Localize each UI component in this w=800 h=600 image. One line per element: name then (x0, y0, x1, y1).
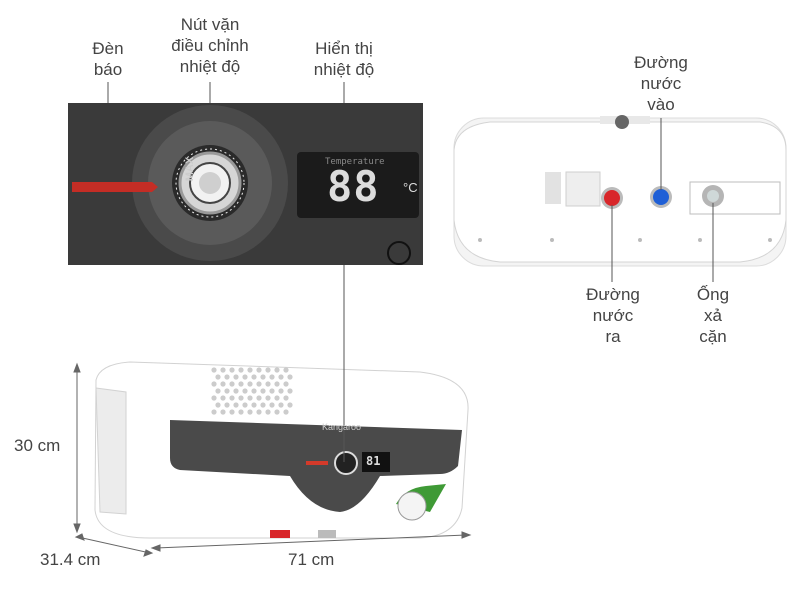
vent-hole (274, 381, 280, 387)
vent-hole (233, 374, 239, 380)
vent-hole (220, 367, 226, 373)
vent-hole (238, 367, 244, 373)
vent-hole (224, 402, 230, 408)
vent-hole (287, 402, 293, 408)
vent-hole (215, 402, 221, 408)
label-drain-pipe: Ống xả cặn (696, 285, 730, 346)
panel-art (72, 105, 411, 265)
vent-hole (247, 381, 253, 387)
vent-hole (242, 388, 248, 394)
vent-hole (278, 402, 284, 408)
outlet-pipe (601, 187, 623, 209)
vent-hole (274, 409, 280, 415)
vent-hole (283, 395, 289, 401)
vent-hole (224, 388, 230, 394)
label-water-outlet: Đường nước ra (586, 285, 640, 346)
vent-hole (260, 388, 266, 394)
vent-hole (242, 402, 248, 408)
vent-hole (256, 381, 262, 387)
vent-hole (220, 395, 226, 401)
vent-hole (265, 367, 271, 373)
dimension-width: 71 cm (288, 550, 335, 569)
vent-hole (287, 374, 293, 380)
vent-hole (215, 374, 221, 380)
vent-hole (269, 374, 275, 380)
vent-hole (229, 381, 235, 387)
vent-hole (220, 409, 226, 415)
vent-hole (238, 381, 244, 387)
vent-hole (269, 402, 275, 408)
vent-hole (251, 374, 257, 380)
display-digits: 88 (327, 162, 380, 211)
display-header: Temperature (325, 157, 385, 167)
drain-pipe (702, 185, 724, 207)
label-indicator-light: Đèn báo (92, 39, 124, 79)
knob-max-label: MAX (184, 156, 197, 182)
vent-hole (265, 395, 271, 401)
vent-hole (265, 381, 271, 387)
vent-hole (265, 409, 271, 415)
vent-hole (283, 367, 289, 373)
vent-hole (251, 402, 257, 408)
vent-hole (256, 409, 262, 415)
vent-hole (278, 374, 284, 380)
display-unit: °C (403, 180, 418, 195)
vent-hole (229, 367, 235, 373)
vent-hole (229, 395, 235, 401)
dimension-height: 30 cm (14, 436, 61, 455)
temperature-display: Temperature 88 °C (297, 152, 419, 218)
heater-front-view (94, 361, 469, 539)
vent-hole (224, 374, 230, 380)
vent-hole (233, 388, 239, 394)
vent-hole (211, 381, 217, 387)
vent-hole (215, 388, 221, 394)
vent-hole (278, 388, 284, 394)
vent-hole (274, 367, 280, 373)
label-water-inlet: Đường nước vào (634, 53, 688, 114)
label-temperature-display: Hiển thị nhiệt độ (313, 39, 375, 79)
vent-hole (229, 409, 235, 415)
vent-hole (220, 381, 226, 387)
control-panel-photo: MAX Temperature 88 °C (68, 103, 423, 265)
mini-display-digits: 81 (366, 454, 381, 468)
vent-hole (233, 402, 239, 408)
vent-hole (283, 409, 289, 415)
dimension-lines (73, 362, 472, 557)
dimension-depth: 31.4 cm (40, 550, 101, 569)
vent-hole (211, 367, 217, 373)
vent-hole (211, 395, 217, 401)
vent-hole (247, 395, 253, 401)
vent-hole (256, 367, 262, 373)
heater-rear-view (453, 115, 787, 267)
vent-hole (247, 409, 253, 415)
vent-hole (256, 395, 262, 401)
vent-hole (211, 409, 217, 415)
vent-hole (247, 367, 253, 373)
vent-hole (287, 388, 293, 394)
vent-hole (274, 395, 280, 401)
vent-hole (242, 374, 248, 380)
vent-hole (238, 395, 244, 401)
vent-hole (283, 381, 289, 387)
vent-hole (260, 402, 266, 408)
inlet-pipe (650, 186, 672, 208)
label-temperature-knob: Nút vặn điều chỉnh nhiệt độ (171, 15, 249, 76)
brand-logo: Kangaroo (322, 422, 362, 432)
vent-hole (260, 374, 266, 380)
vent-hole (238, 409, 244, 415)
vent-holes (211, 367, 293, 415)
vent-hole (251, 388, 257, 394)
vent-hole (269, 388, 275, 394)
